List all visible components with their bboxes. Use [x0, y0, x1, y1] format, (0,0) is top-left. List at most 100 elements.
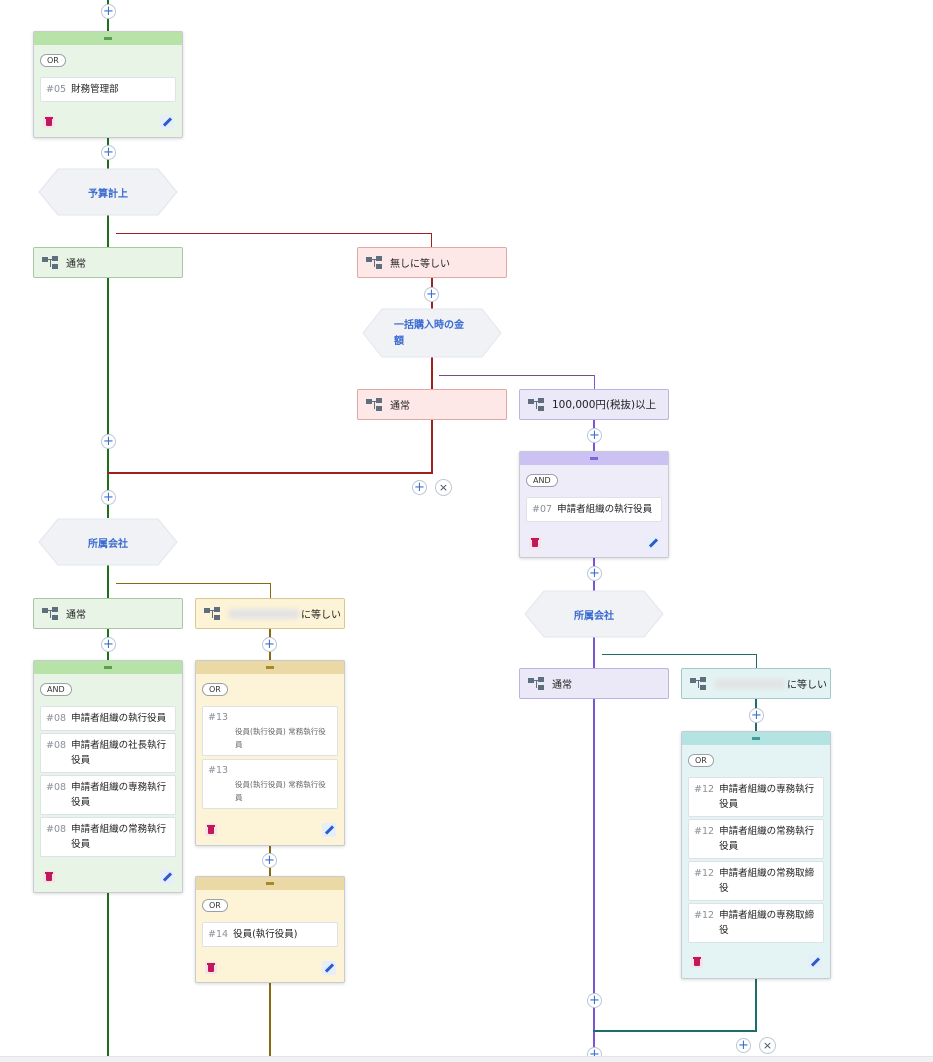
delete-icon[interactable]	[205, 824, 217, 836]
decision-label: 一括購入時の金 額	[394, 318, 502, 350]
card-header[interactable]	[682, 732, 830, 745]
connector-line	[431, 420, 433, 473]
add-node-button[interactable]: +	[587, 428, 602, 443]
card-header[interactable]	[196, 877, 344, 890]
branch-icon	[366, 398, 382, 411]
connector-line	[431, 233, 432, 248]
add-node-button[interactable]: +	[587, 993, 602, 1008]
connector-line	[116, 583, 271, 584]
decision-node-budget[interactable]: 予算計上	[38, 168, 178, 216]
edit-icon[interactable]	[808, 955, 822, 969]
add-node-button[interactable]: +	[101, 434, 116, 449]
condition-text: 役員(執行役員) 常務執行役員	[235, 727, 326, 749]
drag-handle-icon[interactable]	[266, 666, 274, 669]
horizontal-scrollbar[interactable]	[0, 1056, 933, 1062]
condition-text: 役員(執行役員)	[233, 929, 298, 940]
branch-company-equals[interactable]: に等しい	[195, 598, 345, 629]
edit-icon[interactable]	[646, 536, 660, 550]
condition-text: 申請者組織の常務取締役	[719, 868, 815, 894]
add-node-button[interactable]: +	[749, 708, 764, 723]
add-node-button[interactable]: +	[101, 4, 116, 19]
delete-icon[interactable]	[691, 956, 703, 968]
decision-node-bulk-amount[interactable]: 一括購入時の金 額	[362, 308, 502, 358]
add-node-button[interactable]: +	[424, 287, 439, 302]
branch-icon	[690, 677, 706, 690]
drag-handle-icon[interactable]	[752, 737, 760, 740]
add-node-button[interactable]: +	[101, 490, 116, 505]
add-node-button[interactable]: +	[262, 637, 277, 652]
branch-normal[interactable]: 通常	[33, 598, 183, 629]
condition-number: #12	[694, 910, 715, 921]
approver-card[interactable]: OR #14 役員(執行役員)	[195, 876, 345, 983]
condition-text: 申請者組織の専務取締役	[719, 910, 815, 936]
connector-line	[593, 1030, 757, 1032]
condition-number: #08	[46, 740, 67, 751]
condition-number: #14	[208, 929, 229, 940]
condition-number: #12	[694, 868, 715, 879]
condition-number: #12	[694, 826, 715, 837]
branch-icon	[42, 607, 58, 620]
drag-handle-icon[interactable]	[104, 37, 112, 40]
add-branch-button[interactable]: +	[412, 480, 427, 495]
remove-branch-button[interactable]: ×	[435, 479, 452, 496]
drag-handle-icon[interactable]	[590, 457, 598, 460]
delete-icon[interactable]	[529, 537, 541, 549]
condition-item: #14 役員(執行役員)	[202, 922, 338, 947]
edit-icon[interactable]	[160, 870, 174, 884]
delete-icon[interactable]	[205, 962, 217, 974]
condition-text: 申請者組織の専務執行役員	[719, 784, 815, 810]
branch-label: に等しい	[301, 610, 341, 621]
redacted-text	[714, 678, 786, 689]
branch-label: 100,000円(税抜)以上	[552, 399, 657, 411]
add-node-button[interactable]: +	[101, 145, 116, 160]
edit-icon[interactable]	[160, 115, 174, 129]
branch-100k[interactable]: 100,000円(税抜)以上	[519, 389, 669, 420]
branch-normal[interactable]: 通常	[519, 668, 669, 699]
edit-icon[interactable]	[322, 823, 336, 837]
delete-icon[interactable]	[43, 871, 55, 883]
branch-company-equals[interactable]: に等しい	[681, 668, 831, 699]
branch-normal[interactable]: 通常	[33, 247, 183, 278]
connector-line	[439, 375, 595, 376]
add-node-button[interactable]: +	[587, 566, 602, 581]
decision-node-company-2[interactable]: 所属会社	[524, 590, 664, 638]
connector-line	[107, 215, 109, 248]
condition-text: 申請者組織の常務執行役員	[71, 824, 167, 850]
card-header[interactable]	[520, 452, 668, 465]
connector-line	[593, 636, 595, 669]
edit-icon[interactable]	[322, 961, 336, 975]
branch-label: 通常	[552, 680, 572, 691]
delete-icon[interactable]	[43, 116, 55, 128]
add-node-button[interactable]: +	[262, 853, 277, 868]
logic-badge: OR	[202, 899, 228, 912]
approver-card[interactable]: OR #13 役員(執行役員) 常務執行役員 #13 役員(執行役員) 常務執行…	[195, 660, 345, 846]
remove-branch-button[interactable]: ×	[759, 1037, 776, 1054]
card-header[interactable]	[196, 661, 344, 674]
logic-badge: AND	[40, 683, 72, 696]
drag-handle-icon[interactable]	[104, 666, 112, 669]
card-header[interactable]	[34, 661, 182, 674]
decision-node-company-1[interactable]: 所属会社	[38, 518, 178, 566]
branch-label: に等しい	[787, 680, 827, 691]
drag-handle-icon[interactable]	[266, 882, 274, 885]
condition-number: #13	[208, 765, 229, 776]
decision-label-line: 額	[394, 336, 404, 347]
card-header[interactable]	[34, 32, 182, 45]
add-branch-button[interactable]: +	[736, 1038, 751, 1053]
branch-none[interactable]: 無しに等しい	[357, 247, 507, 278]
add-node-button[interactable]: +	[101, 637, 116, 652]
connector-line	[107, 472, 433, 474]
branch-normal[interactable]: 通常	[357, 389, 507, 420]
connector-line	[594, 375, 595, 390]
connector-line	[116, 233, 432, 234]
